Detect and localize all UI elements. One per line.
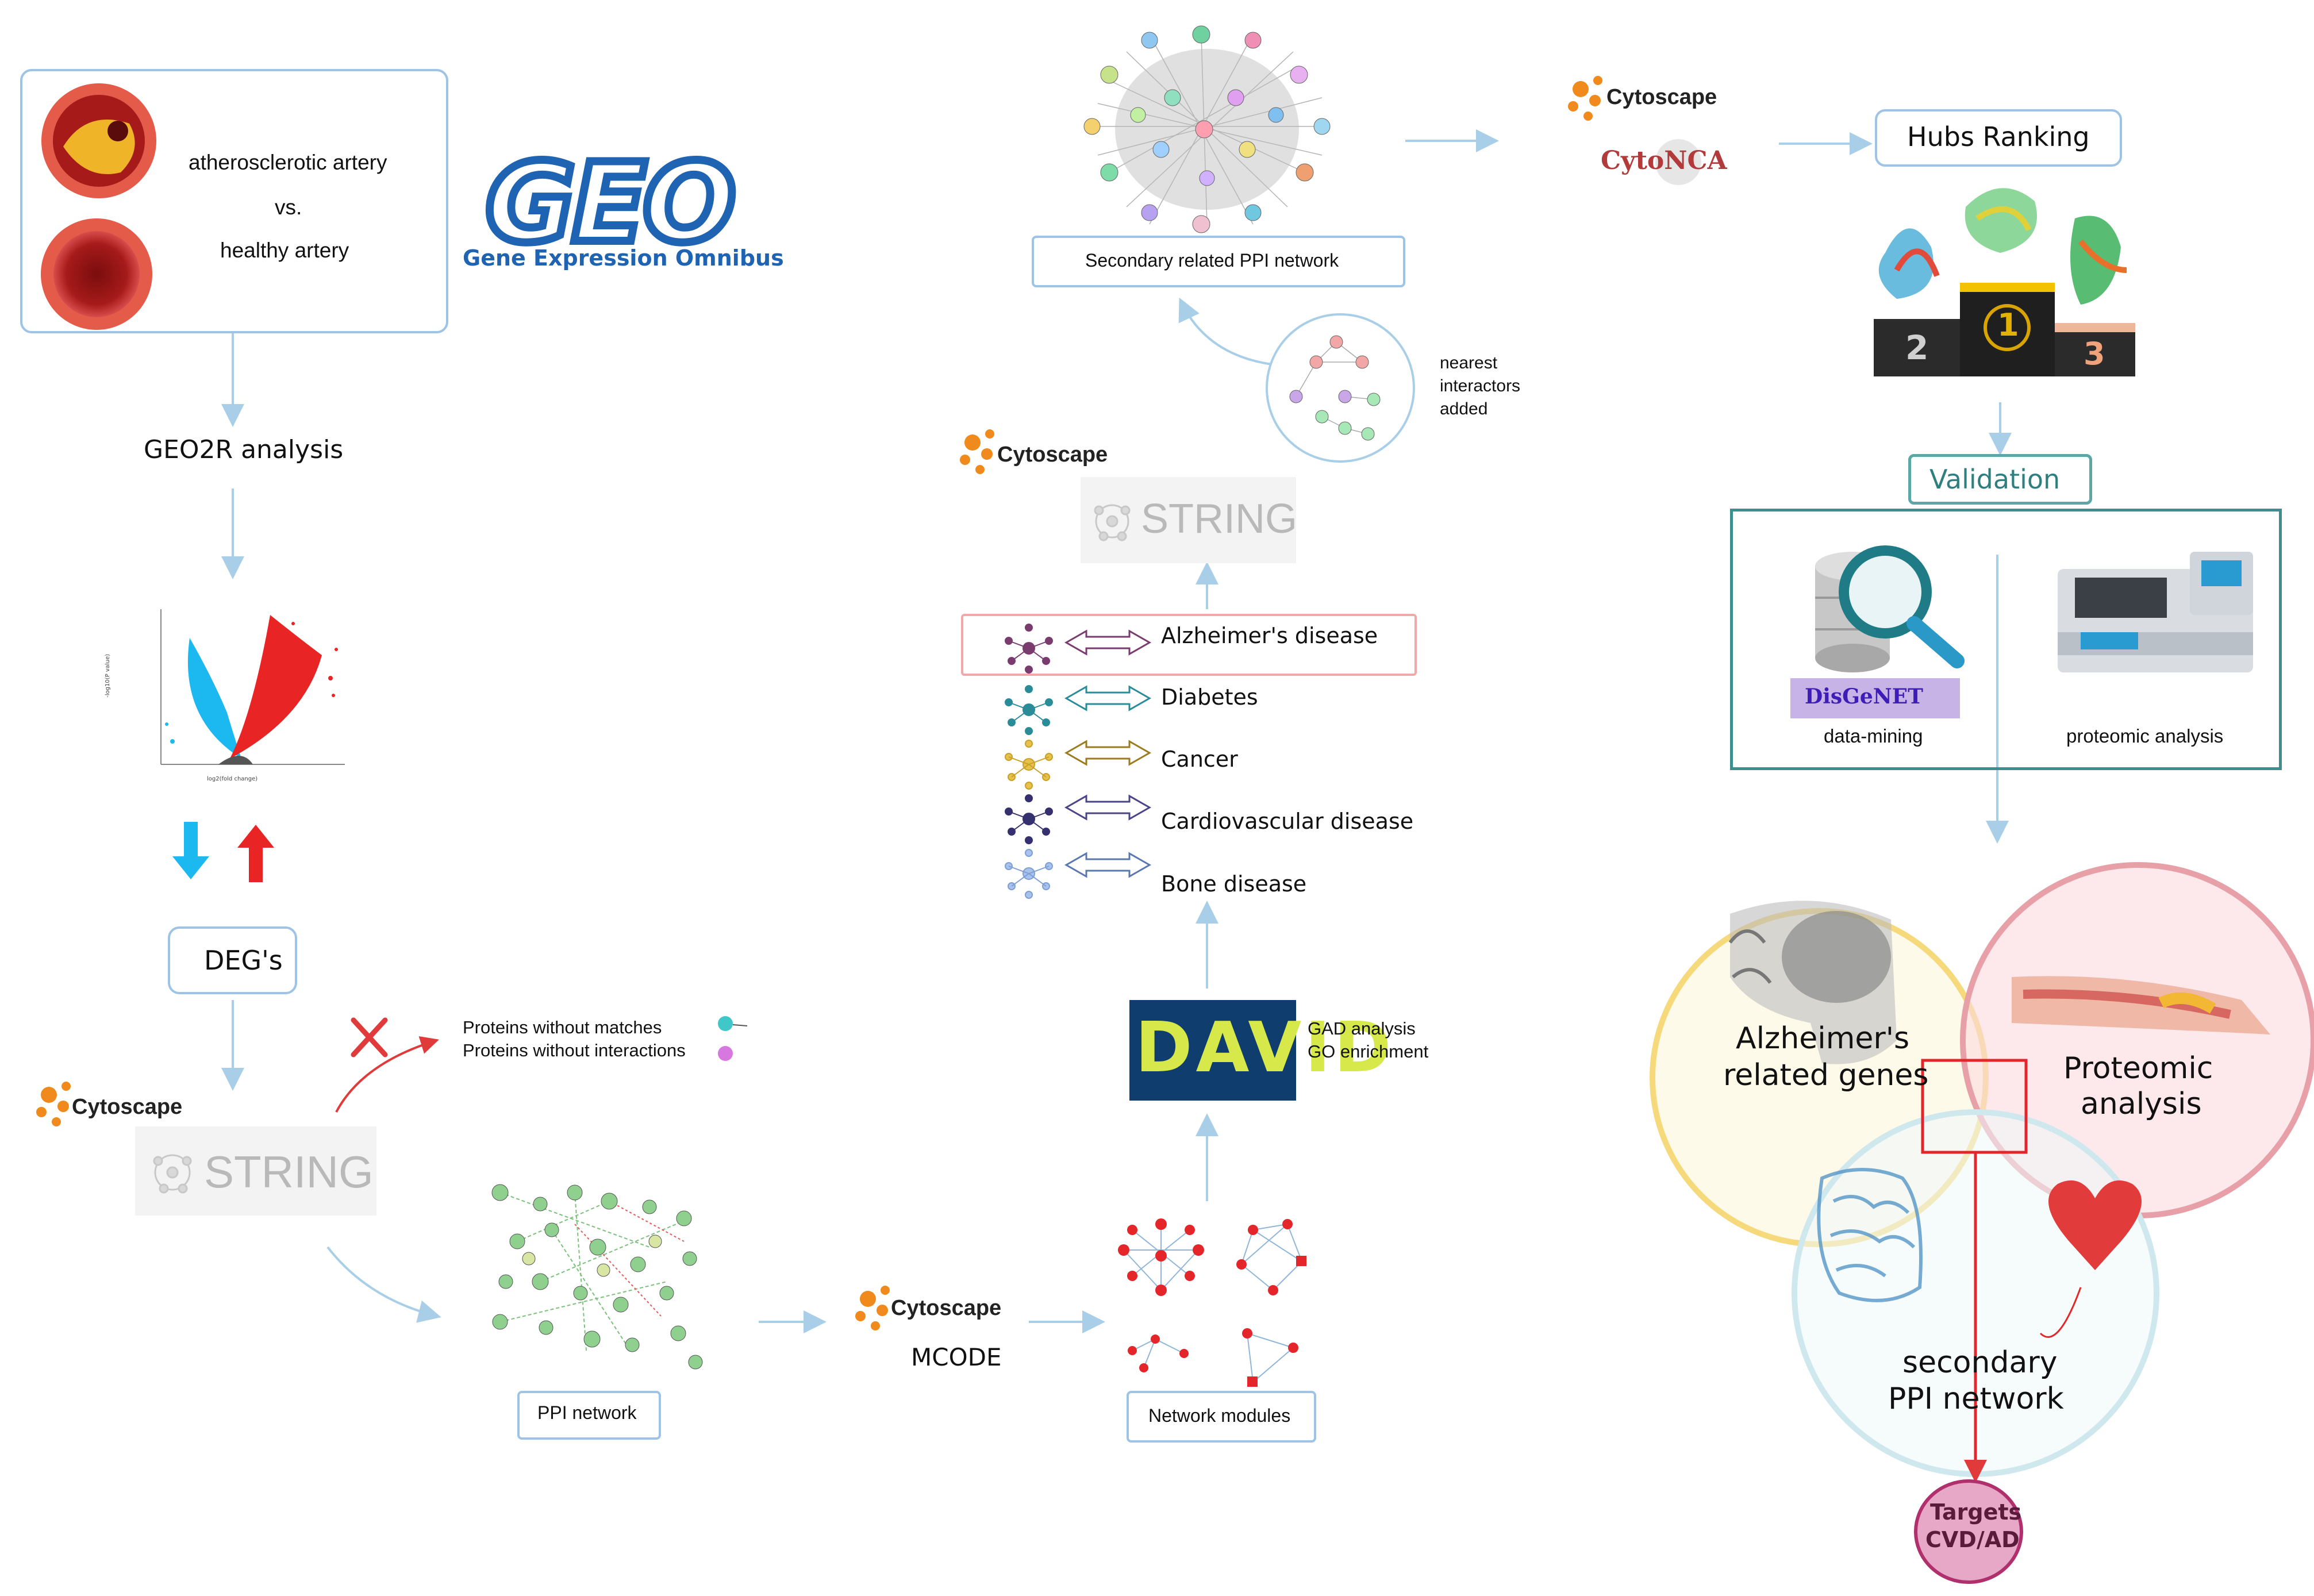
venn-proteomic-label-1: Proteomic xyxy=(2063,1051,2213,1086)
volcano-ylabel: -log10(P value) xyxy=(105,653,112,698)
venn-alzheimers-label-1: Alzheimer's xyxy=(1736,1021,1910,1056)
secondary-network-label: Secondary related PPI network xyxy=(1085,250,1339,271)
vs-label: vs. xyxy=(275,195,302,219)
venn-secondary-label-1: secondary xyxy=(1902,1345,2058,1380)
arrow-string-to-ppi xyxy=(326,1246,441,1323)
down-arrow-icon xyxy=(172,822,209,879)
excluded-proteins-2: Proteins without interactions xyxy=(463,1040,686,1060)
purple-protein-dot xyxy=(718,1046,733,1061)
secondary-network-box xyxy=(1032,236,1405,287)
flow-arrows xyxy=(221,129,2012,1333)
hubs-ranking-label: Hubs Ranking xyxy=(1907,121,2090,152)
network-modules-box xyxy=(1127,1391,1316,1443)
nearest-interactors-icon xyxy=(1266,313,1415,463)
venn-alzheimers-label-2: related genes xyxy=(1723,1058,1929,1093)
hubs-ranking-box xyxy=(1875,109,2122,167)
venn-proteomic-label-2: analysis xyxy=(2081,1087,2202,1121)
validation-box xyxy=(1730,509,2282,770)
cytoscape-right-logo: Cytoscape xyxy=(1606,85,1717,109)
david-logo: DAVID xyxy=(1135,1008,1395,1088)
cytoscape-mcode-logo: Cytoscape xyxy=(891,1296,1002,1320)
validation-label: Validation xyxy=(1929,464,2061,495)
teal-protein-dot xyxy=(718,1016,733,1031)
cancer-network-icon xyxy=(1005,740,1053,790)
disease-alzheimers: Alzheimer's disease xyxy=(1161,623,1378,648)
geo2r-label: GEO2R analysis xyxy=(144,435,344,464)
string-left-logo: STRING xyxy=(204,1147,374,1197)
cardiovascular-network-icon xyxy=(1005,794,1053,844)
artery-comparison-box xyxy=(20,69,448,333)
disease-cancer: Cancer xyxy=(1161,747,1238,772)
go-enrichment-label: GO enrichment xyxy=(1308,1041,1429,1062)
cytoscape-mid-logo: Cytoscape xyxy=(997,443,1108,467)
disease-bone: Bone disease xyxy=(1161,871,1307,897)
mcode-label: MCODE xyxy=(911,1343,1002,1371)
david-logo-box xyxy=(1129,1000,1296,1101)
volcano-xlabel: log2(fold change) xyxy=(207,776,258,782)
disease-diabetes: Diabetes xyxy=(1161,684,1258,710)
network-modules-icon xyxy=(1118,1218,1306,1387)
string-mid-logo: STRING xyxy=(1141,496,1298,542)
geo-logo-subtitle: Gene Expression Omnibus xyxy=(463,245,784,271)
cytoscape-logo-glyphs xyxy=(36,76,1602,1330)
deg-box xyxy=(168,926,297,994)
arrow-interactors-to-secondary xyxy=(1178,297,1277,366)
cytonca-mark xyxy=(1655,139,1701,185)
disease-cardiovascular: Cardiovascular disease xyxy=(1161,809,1414,834)
targets-circle xyxy=(1914,1479,2023,1584)
nearest-interactors-2: interactors xyxy=(1440,376,1521,395)
healthy-artery-icon xyxy=(41,218,152,330)
podium-second: 2 xyxy=(1905,328,1929,367)
disgenet-label: DisGeNET xyxy=(1805,684,1923,709)
targets-label-1: Targets xyxy=(1930,1499,2022,1525)
ppi-network-box xyxy=(517,1391,661,1440)
diabetes-network-icon xyxy=(1005,685,1053,735)
network-modules-label: Network modules xyxy=(1148,1405,1291,1426)
volcano-plot-icon xyxy=(160,609,345,765)
gad-analysis-label: GAD analysis xyxy=(1308,1018,1416,1039)
targets-label-2: CVD/AD xyxy=(1925,1527,2020,1552)
artery-plaque-icon xyxy=(2012,976,2270,1034)
disease-rows-graphics xyxy=(1005,624,1152,899)
cytonca-logo: CytoNCA xyxy=(1601,146,1727,175)
brain-icon xyxy=(1817,1168,1923,1302)
data-mining-label: data-mining xyxy=(1824,725,1923,747)
artery-top-label: atherosclerotic artery xyxy=(189,151,387,174)
string-logo-mark-left xyxy=(135,1126,376,1216)
podium-first: 1 xyxy=(1997,307,2019,343)
cytoscape-left-logo: Cytoscape xyxy=(72,1095,183,1119)
heart-icon xyxy=(2048,1180,2142,1270)
bone-network-icon xyxy=(1005,849,1053,899)
podium-icon xyxy=(1874,188,2135,376)
disgenet-logo xyxy=(1790,678,1960,718)
ppi-network-label: PPI network xyxy=(537,1402,637,1423)
brain-head-icon xyxy=(1728,901,1897,1064)
atherosclerotic-artery-icon xyxy=(41,83,156,198)
nearest-interactors-1: nearest xyxy=(1440,353,1498,372)
ppi-network-icon xyxy=(491,1184,703,1370)
alzheimer-highlight-box xyxy=(961,614,1417,676)
alzheimer-network-icon xyxy=(1005,624,1053,674)
arrow-excluded-proteins xyxy=(335,1036,439,1113)
up-arrow-icon xyxy=(237,825,274,882)
podium-third: 3 xyxy=(2084,336,2105,372)
database-search-icon xyxy=(1815,545,1965,672)
string-logo-mark-mid xyxy=(1081,477,1296,563)
secondary-network-icon xyxy=(1083,25,1331,233)
excluded-proteins-1: Proteins without matches xyxy=(463,1017,662,1037)
validation-label-box xyxy=(1908,454,2092,505)
nearest-interactors-3: added xyxy=(1440,399,1488,418)
x-mark-icon xyxy=(351,1017,388,1057)
proteomic-analysis-label: proteomic analysis xyxy=(2066,725,2224,747)
proteomic-analyzer-icon xyxy=(2058,552,2253,672)
artery-bottom-label: healthy artery xyxy=(220,239,349,262)
geo-logo: GEO xyxy=(482,137,740,270)
deg-label: DEG's xyxy=(204,945,283,976)
venn-secondary-label-2: PPI network xyxy=(1888,1382,2064,1416)
